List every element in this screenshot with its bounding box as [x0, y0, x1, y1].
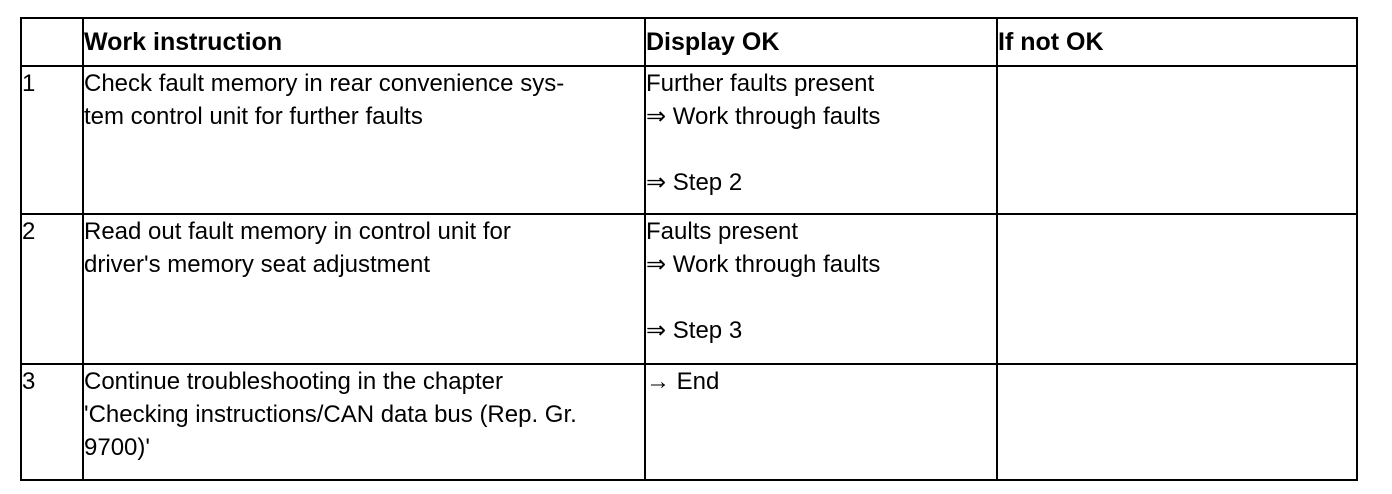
display-ok-line: ⇒ Work through faults: [646, 251, 881, 278]
step-number: 2: [20, 213, 84, 365]
instruction-line: tem control unit for further faults: [84, 103, 423, 130]
header-work-instruction: Work instruction: [82, 17, 646, 67]
if-not-ok-cell: [996, 213, 1358, 365]
instruction-line: Continue troubleshooting in the chapter: [84, 368, 503, 395]
display-ok-cell: Further faults present ⇒ Work through fa…: [644, 65, 998, 215]
work-instruction-cell: Continue troubleshooting in the chapter …: [82, 363, 646, 481]
if-not-ok-cell: [996, 65, 1358, 215]
display-ok-line-blank: [646, 133, 996, 166]
instruction-line: 'Checking instructions/CAN data bus (Rep…: [84, 401, 577, 428]
display-ok-cell: → End: [644, 363, 998, 481]
display-ok-line: Faults present: [646, 218, 799, 245]
procedure-table: Work instruction Display OK If not OK 1 …: [20, 17, 1358, 481]
display-ok-line: → End: [646, 368, 720, 395]
display-ok-line: ⇒ Step 2: [646, 169, 743, 196]
header-if-not-ok: If not OK: [996, 17, 1358, 67]
instruction-line: driver's memory seat adjustment: [84, 251, 431, 278]
table-header-row: Work instruction Display OK If not OK: [20, 17, 1358, 67]
table-row: 1 Check fault memory in rear convenience…: [20, 65, 1358, 215]
instruction-line: 9700)': [84, 434, 150, 461]
if-not-ok-cell: [996, 363, 1358, 481]
table-body: 1 Check fault memory in rear convenience…: [20, 65, 1358, 481]
instruction-line: Read out fault memory in control unit fo…: [84, 218, 511, 245]
display-ok-line: ⇒ Step 3: [646, 317, 743, 344]
table-row: 3 Continue troubleshooting in the chapte…: [20, 363, 1358, 481]
step-number: 1: [20, 65, 84, 215]
header-number-column: [20, 17, 84, 67]
work-instruction-cell: Read out fault memory in control unit fo…: [82, 213, 646, 365]
display-ok-line: Further faults present: [646, 70, 875, 97]
header-display-ok: Display OK: [644, 17, 998, 67]
display-ok-line-blank: [646, 281, 996, 314]
instruction-line: Check fault memory in rear convenience s…: [84, 70, 565, 97]
table-row: 2 Read out fault memory in control unit …: [20, 213, 1358, 365]
display-ok-cell: Faults present ⇒ Work through faults ⇒ S…: [644, 213, 998, 365]
display-ok-line: ⇒ Work through faults: [646, 103, 881, 130]
work-instruction-cell: Check fault memory in rear convenience s…: [82, 65, 646, 215]
step-number: 3: [20, 363, 84, 481]
